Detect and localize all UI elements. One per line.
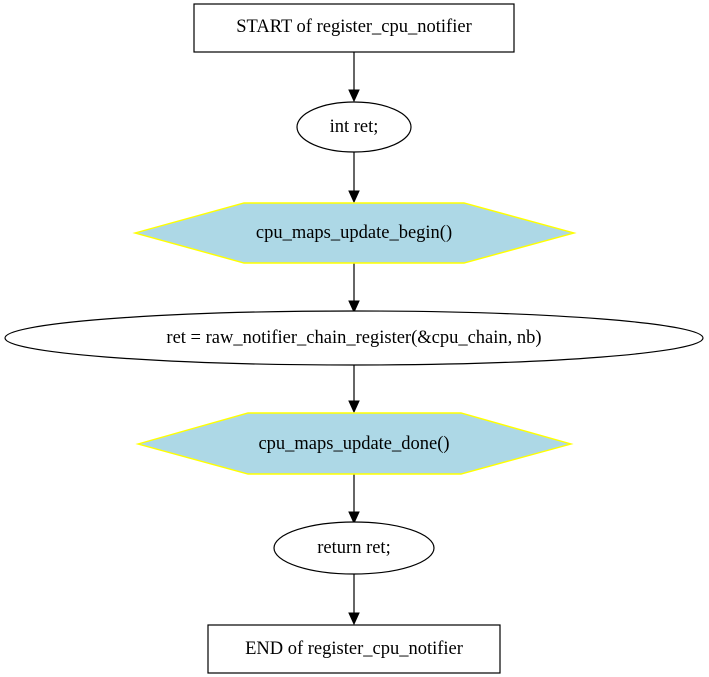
node-done-label: cpu_maps_update_done()	[258, 434, 449, 454]
flowchart-edges	[348, 52, 360, 626]
node-return-label: return ret;	[317, 538, 390, 558]
edge-decl-to-begin	[348, 152, 360, 204]
node-start: START of register_cpu_notifier	[193, 3, 515, 53]
node-start-box	[193, 3, 515, 53]
node-decl-ellipse	[296, 101, 412, 153]
node-done: cpu_maps_update_done()	[135, 412, 574, 475]
node-return-ellipse	[273, 521, 435, 575]
node-begin-label: cpu_maps_update_begin()	[256, 223, 452, 243]
node-start-label: START of register_cpu_notifier	[236, 17, 471, 37]
node-register: ret = raw_notifier_chain_register(&cpu_c…	[4, 310, 704, 366]
node-register-ellipse	[4, 310, 704, 366]
node-decl-label: int ret;	[330, 117, 379, 137]
node-end-box	[207, 624, 501, 674]
edge-begin-to-register	[348, 263, 360, 314]
edge-register-to-done	[348, 365, 360, 414]
node-decl: int ret;	[296, 101, 412, 153]
edge-start-to-decl	[348, 52, 360, 103]
edge-done-to-return	[348, 474, 360, 525]
node-register-label: ret = raw_notifier_chain_register(&cpu_c…	[166, 328, 541, 348]
edge-return-to-end	[348, 574, 360, 626]
node-return: return ret;	[273, 521, 435, 575]
node-begin: cpu_maps_update_begin()	[132, 202, 577, 264]
node-end-label: END of register_cpu_notifier	[245, 639, 463, 659]
flowchart-nodes: START of register_cpu_notifier int ret; …	[4, 3, 704, 674]
node-begin-hexagon	[132, 202, 577, 264]
node-end: END of register_cpu_notifier	[207, 624, 501, 674]
node-done-hexagon	[135, 412, 574, 475]
